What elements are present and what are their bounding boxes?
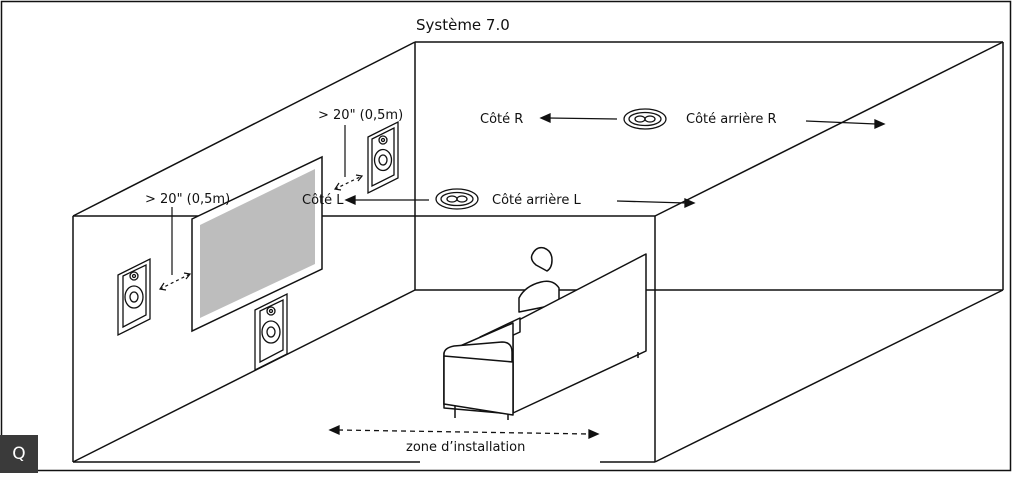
tv-screen xyxy=(191,155,323,333)
room-outline xyxy=(72,41,1004,463)
sofa-with-listener xyxy=(443,246,647,420)
label-side-left: Côté L xyxy=(302,193,344,208)
zone-arrow xyxy=(328,424,600,440)
speaker-front-left xyxy=(117,257,151,337)
search-icon: Q xyxy=(12,444,26,464)
distance-guides xyxy=(158,125,364,291)
label-distance-upper: > 20" (0,5m) xyxy=(318,108,403,123)
label-installation-zone: zone d’installation xyxy=(406,440,525,455)
direction-arrows xyxy=(344,112,886,209)
label-distance-lower: > 20" (0,5m) xyxy=(145,192,230,207)
speaker-front-right xyxy=(367,120,399,195)
speaker-center xyxy=(254,292,288,372)
speaker-rear-right xyxy=(623,108,667,130)
speaker-rear-left xyxy=(435,188,479,210)
label-rear-right: Côté arrière R xyxy=(686,112,777,127)
zoom-button[interactable]: Q xyxy=(0,435,38,473)
label-rear-left: Côté arrière L xyxy=(492,193,581,208)
label-side-right: Côté R xyxy=(480,112,523,127)
diagram-title: Système 7.0 xyxy=(416,16,510,34)
